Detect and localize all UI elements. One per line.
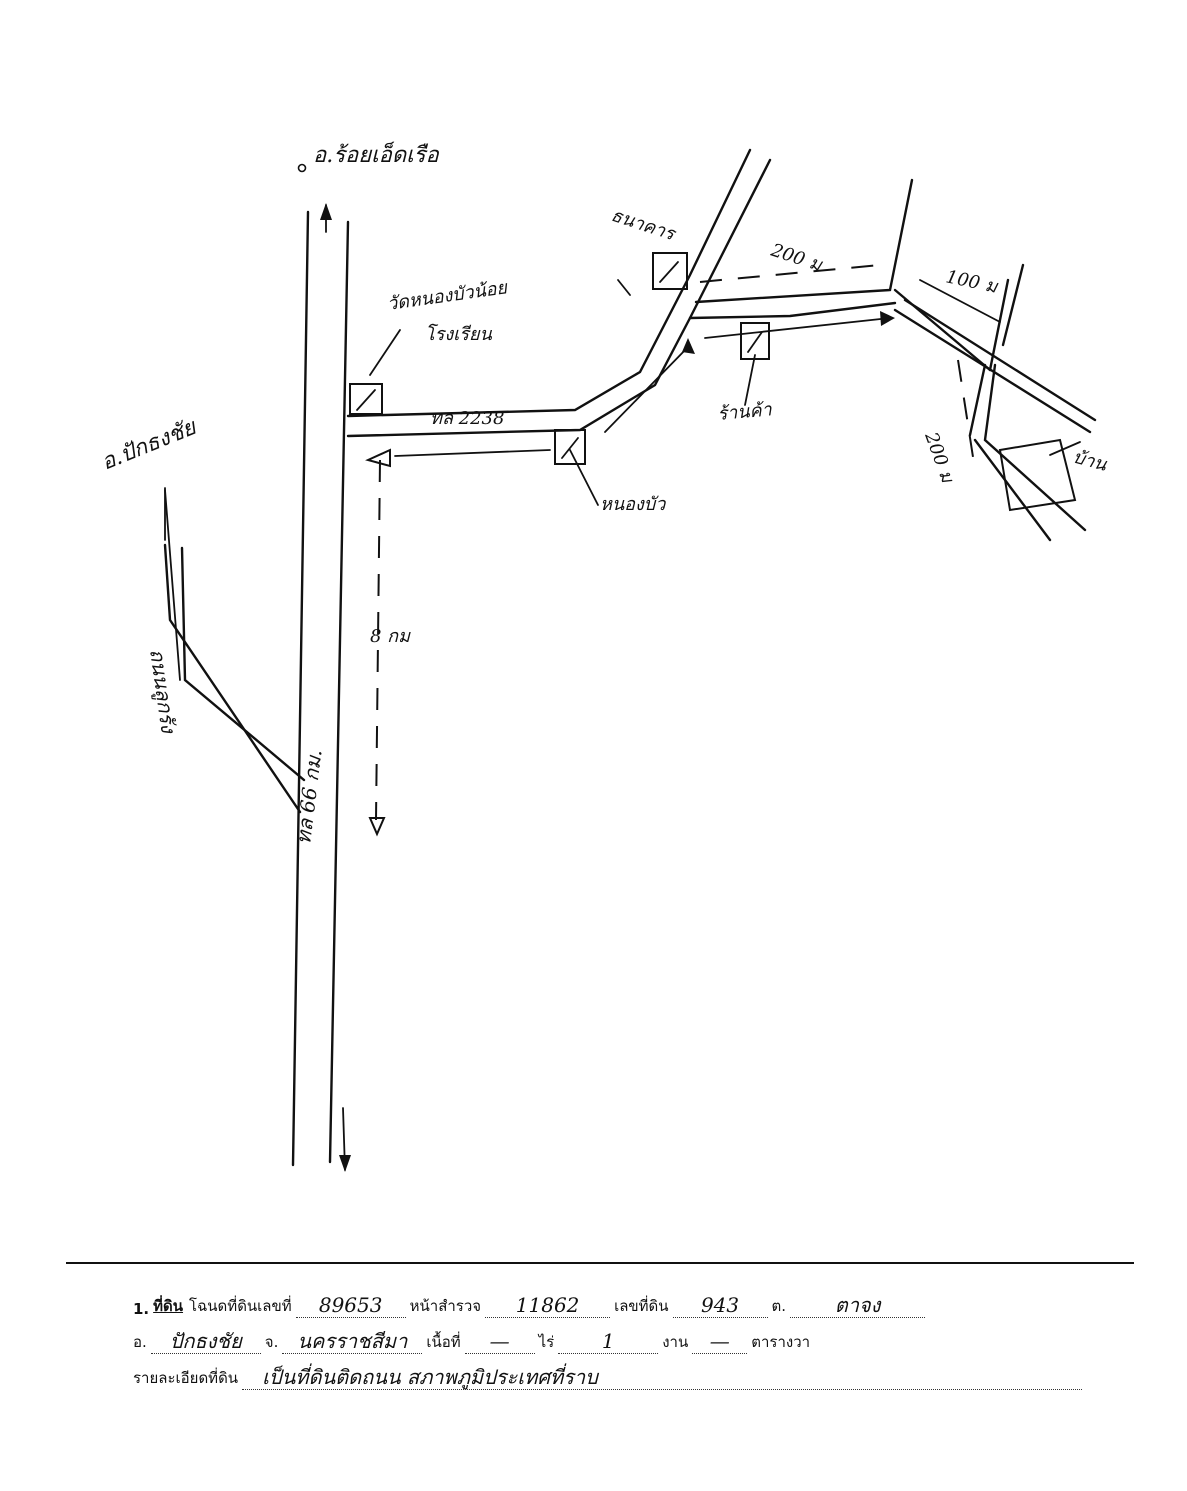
deed-number: 89653 <box>295 1293 406 1318</box>
shop-label: ร้านค้า <box>717 399 774 425</box>
dist-b-label: 100 ม <box>944 266 1000 298</box>
section-label: ที่ดิน <box>153 1297 184 1315</box>
dist-a-line <box>699 264 881 283</box>
side-road-east-edge <box>180 546 306 782</box>
side-road-north-edge <box>164 489 181 681</box>
wa-value: — <box>692 1329 748 1354</box>
bank-leader <box>617 279 631 296</box>
pond-mark-stroke <box>561 437 579 459</box>
area-label: เนื้อที่ <box>426 1333 461 1351</box>
dist-south-arrowhead <box>368 817 386 837</box>
land-detail-value: เป็นที่ดินติดถนน สภาพภูมิประเทศที่ราบ <box>242 1365 1083 1390</box>
land-detail-label: รายละเอียดที่ดิน <box>133 1369 239 1387</box>
subject-start-marker <box>365 448 391 468</box>
south-road-east-edge <box>983 363 1087 532</box>
north-east-road-west-edge <box>1001 263 1025 347</box>
form-row-2: อ. ปักธงชัย จ. นครราชสีมา เนื้อที่ — ไร่… <box>133 1324 810 1354</box>
survey-number: 11862 <box>485 1293 611 1318</box>
dist-a-label: 200 ม <box>768 239 826 276</box>
south-road-west-edge <box>968 363 987 437</box>
house-leader <box>1049 441 1081 456</box>
south-arrowhead <box>339 1155 351 1172</box>
pond-label: หนองบัว <box>600 494 666 515</box>
bank-marker <box>652 252 688 290</box>
land-no-label: เลขที่ดิน <box>614 1297 669 1315</box>
side-road-west-edge <box>163 543 302 814</box>
junction-branch-se-south <box>893 308 1092 434</box>
shop-mark-stroke <box>747 331 763 353</box>
amphoe-value: ปักธงชัย <box>150 1329 261 1354</box>
north-town-dot <box>297 163 307 173</box>
bank-label: ธนาคาร <box>608 205 679 246</box>
road-2238-label: ทล 2238 <box>430 408 504 429</box>
pond-leader <box>569 449 599 506</box>
land-number: 943 <box>672 1293 768 1318</box>
form-row-1: 1. ที่ดิน โฉนดที่ดินเลขที่ 89653 หน้าสำร… <box>133 1288 929 1318</box>
rai-value: — <box>464 1329 535 1354</box>
temple-mark-stroke <box>356 389 376 411</box>
house-label: บ้าน <box>1071 447 1110 476</box>
dist-2238-arrowhead <box>682 338 695 354</box>
north-arrowhead <box>320 203 332 220</box>
dist-2238-arrow <box>394 449 551 457</box>
rai-label: ไร่ <box>538 1333 555 1351</box>
east-road-south-edge <box>688 301 897 320</box>
form-row-3: รายละเอียดที่ดิน เป็นที่ดินติดถนน สภาพภู… <box>133 1360 1086 1390</box>
amphoe-label: อ. <box>133 1333 147 1351</box>
dist-south-label: 8 กม <box>370 626 411 647</box>
location-sketch-map: อ.ร้อยเอ็ดเรือ อ.ปักธงชัย วัดหนองบัวน้อย… <box>98 141 1110 1172</box>
south-road-outer-edge <box>973 438 1052 542</box>
highway-label: ทล 66 กม. <box>291 748 326 845</box>
school-label: โรงเรียน <box>425 323 492 345</box>
temple-label: วัดหนองบัวน้อย <box>386 277 510 315</box>
east-road-north-edge <box>694 178 914 304</box>
west-town-label: อ.ปักธงชัย <box>98 414 202 475</box>
road-2238-south-edge <box>346 158 772 438</box>
ngan-label: งาน <box>662 1333 689 1351</box>
junction-branch-se-north <box>903 298 1097 422</box>
bank-mark-stroke <box>659 261 679 283</box>
highway-west-edge <box>291 210 310 1167</box>
pond-marker <box>554 429 586 465</box>
form-divider <box>66 1262 1134 1264</box>
side-road-label: ถนนลูกรัง <box>144 647 181 735</box>
highway-east-edge <box>328 220 350 1164</box>
tambon-label: ต. <box>771 1297 787 1315</box>
item-number: 1. <box>133 1300 150 1318</box>
temple-leader <box>369 329 401 376</box>
temple-marker <box>349 383 383 415</box>
house-marker <box>998 438 1077 512</box>
province-value: นครราชสีมา <box>282 1329 423 1354</box>
dist-b-line <box>704 317 891 339</box>
wa-label: ตารางวา <box>751 1333 811 1351</box>
north-east-road-east-edge <box>988 278 1010 372</box>
dist-b-arrowhead <box>880 311 895 326</box>
deed-label: โฉนดที่ดินเลขที่ <box>189 1297 292 1315</box>
survey-label: หน้าสำรวจ <box>409 1297 482 1315</box>
north-town-label: อ.ร้อยเอ็ดเรือ <box>313 141 439 168</box>
ngan-value: 1 <box>558 1329 659 1354</box>
dist-2238-diagonal-arrow <box>604 344 691 433</box>
road-2238-north-edge <box>346 148 752 418</box>
dist-c-south-line <box>957 359 976 471</box>
dist-c-label: 200 ม <box>920 429 958 487</box>
shop-leader <box>744 354 756 406</box>
tambon-value: ตาจง <box>790 1293 926 1318</box>
dist-c-arrow <box>919 279 1001 323</box>
province-label: จ. <box>264 1333 279 1351</box>
